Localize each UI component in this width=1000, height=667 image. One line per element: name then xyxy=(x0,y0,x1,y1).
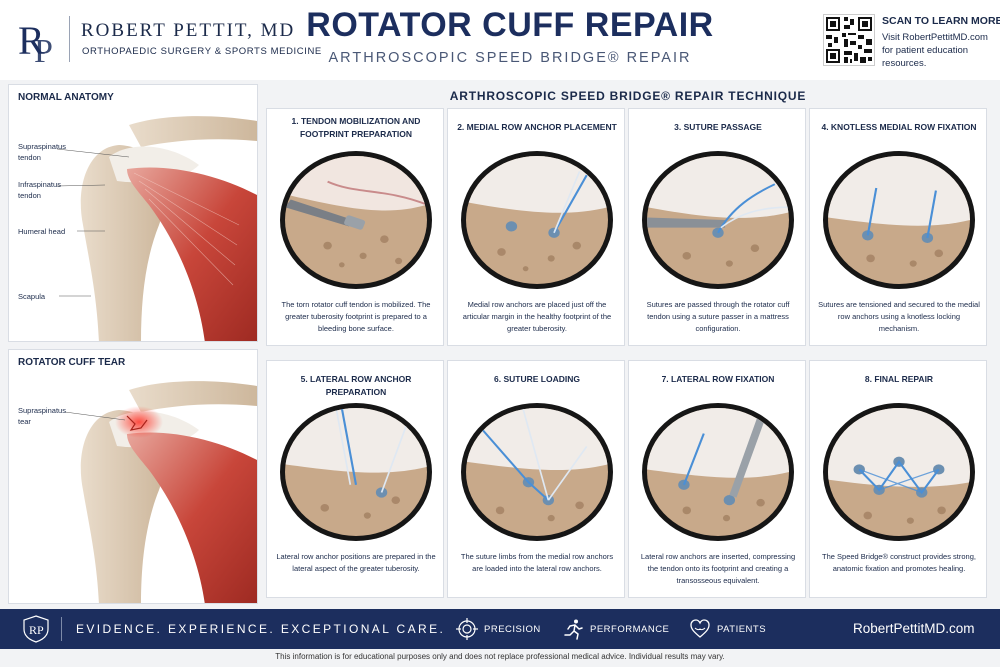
rp-monogram-logo: R P xyxy=(18,18,53,66)
arthroscopic-view xyxy=(823,151,975,289)
arthroscopic-view xyxy=(280,403,432,541)
normal-anatomy-title: NORMAL ANATOMY xyxy=(18,92,114,103)
step-title: 2. MEDIAL ROW ANCHOR PLACEMENT xyxy=(457,122,617,132)
footer-divider xyxy=(61,617,62,641)
step-description: The Speed Bridge® construct provides str… xyxy=(822,552,976,573)
header: R P ROBERT PETTIT, MD ORTHOPAEDIC SURGER… xyxy=(0,0,1000,80)
tear-anatomy-panel: ROTATOR CUFF TEAR Supraspinatus tear xyxy=(8,349,258,604)
step-title: 6. SUTURE LOADING xyxy=(494,374,580,384)
arthroscopic-view xyxy=(461,403,613,541)
footer-slogan: EVIDENCE. EXPERIENCE. EXCEPTIONAL CARE. xyxy=(76,622,446,636)
normal-anatomy-panel: NORMAL ANATOMY Supraspinatus tendon Infr… xyxy=(8,84,258,342)
step-description: Lateral row anchor positions are prepare… xyxy=(276,552,436,573)
step-card-5: 5. LATERAL ROW ANCHOR PREPARATION Latera… xyxy=(266,360,444,598)
label-supraspinatus-tear: Supraspinatus tear xyxy=(18,406,66,426)
label-humeral-head: Humeral head xyxy=(18,227,66,236)
torn-shoulder-illustration xyxy=(64,381,257,603)
technique-panel: ARTHROSCOPIC SPEED BRIDGE® REPAIR TECHNI… xyxy=(263,84,993,604)
step-title: 3. SUTURE PASSAGE xyxy=(674,122,762,132)
footer-band: RP EVIDENCE. EXPERIENCE. EXCEPTIONAL CAR… xyxy=(0,609,1000,649)
step-title: 4. KNOTLESS MEDIAL ROW FIXATION xyxy=(821,122,977,132)
normal-shoulder-illustration xyxy=(56,116,257,341)
step-description: The torn rotator cuff tendon is mobilize… xyxy=(281,300,431,333)
footer-item-label: PRECISION xyxy=(484,623,541,635)
brand-name: ROBERT PETTIT, MD xyxy=(81,20,296,41)
step-description: Medial row anchors are placed just off t… xyxy=(462,300,612,333)
step-title: 1. TENDON MOBILIZATION AND FOOTPRINT PRE… xyxy=(291,116,421,139)
step-card-2: 2. MEDIAL ROW ANCHOR PLACEMENT Medial ro… xyxy=(447,108,625,346)
disclaimer: This information is for educational purp… xyxy=(275,652,725,661)
qr-heading: SCAN TO LEARN MORE xyxy=(882,15,1000,27)
svg-text:RP: RP xyxy=(29,623,44,637)
step-title: 7. LATERAL ROW FIXATION xyxy=(661,374,775,384)
runner-icon xyxy=(564,619,583,640)
footer-item-precision: PRECISION xyxy=(456,618,541,640)
footer-item-label: PERFORMANCE xyxy=(590,623,670,635)
step-description: The suture limbs from the medial row anc… xyxy=(460,552,614,573)
svg-text:R: R xyxy=(18,18,45,63)
arthroscopic-view xyxy=(642,151,794,289)
footer-item-performance: PERFORMANCE xyxy=(562,618,669,640)
step-description: Sutures are tensioned and secured to the… xyxy=(818,300,980,333)
arthroscopic-view xyxy=(823,403,975,541)
arthroscopic-view xyxy=(642,403,794,541)
website-link[interactable]: RobertPettitMD.com xyxy=(853,621,975,636)
step-card-7: 7. LATERAL ROW FIXATION Lateral row anch… xyxy=(628,360,806,598)
qr-code-icon[interactable] xyxy=(823,14,875,66)
footer-item-patients: PATIENTS xyxy=(689,618,766,640)
step-card-1: 1. TENDON MOBILIZATION AND FOOTPRINT PRE… xyxy=(266,108,444,346)
label-supraspinatus-tendon: Supraspinatus tendon xyxy=(18,142,66,162)
target-icon xyxy=(456,618,478,640)
page-subtitle: ARTHROSCOPIC SPEED BRIDGE® REPAIR xyxy=(328,50,692,66)
label-scapula: Scapula xyxy=(18,292,46,301)
arthroscopic-view xyxy=(461,151,613,289)
heart-hands-icon xyxy=(690,619,710,638)
brand-subtitle: ORTHOPAEDIC SURGERY & SPORTS MEDICINE xyxy=(82,46,322,57)
step-description: Lateral row anchors are inserted, compre… xyxy=(640,552,796,585)
qr-text: Visit RobertPettitMD.com for patient edu… xyxy=(882,32,988,69)
step-title: 8. FINAL REPAIR xyxy=(864,374,934,384)
arthroscopic-view xyxy=(280,151,432,289)
shield-logo-icon: RP xyxy=(23,615,49,643)
svg-text:P: P xyxy=(34,33,53,66)
step-card-4: 4. KNOTLESS MEDIAL ROW FIXATION Sutures … xyxy=(809,108,987,346)
tear-anatomy-title: ROTATOR CUFF TEAR xyxy=(18,357,126,368)
step-card-6: 6. SUTURE LOADING The suture limbs from … xyxy=(447,360,625,598)
step-title: 5. LATERAL ROW ANCHOR PREPARATION xyxy=(300,374,412,397)
step-card-8: 8. FINAL REPAIR The Speed Bridge® constr… xyxy=(809,360,987,598)
technique-title: ARTHROSCOPIC SPEED BRIDGE® REPAIR TECHNI… xyxy=(449,89,807,103)
step-description: Sutures are passed through the rotator c… xyxy=(646,300,790,333)
label-infraspinatus-tendon: Infraspinatus tendon xyxy=(18,180,61,200)
logo-divider xyxy=(69,16,70,62)
page-title: ROTATOR CUFF REPAIR xyxy=(306,6,714,44)
footer-item-label: PATIENTS xyxy=(717,623,767,635)
step-card-3: 3. SUTURE PASSAGE Sutures are passed thr… xyxy=(628,108,806,346)
